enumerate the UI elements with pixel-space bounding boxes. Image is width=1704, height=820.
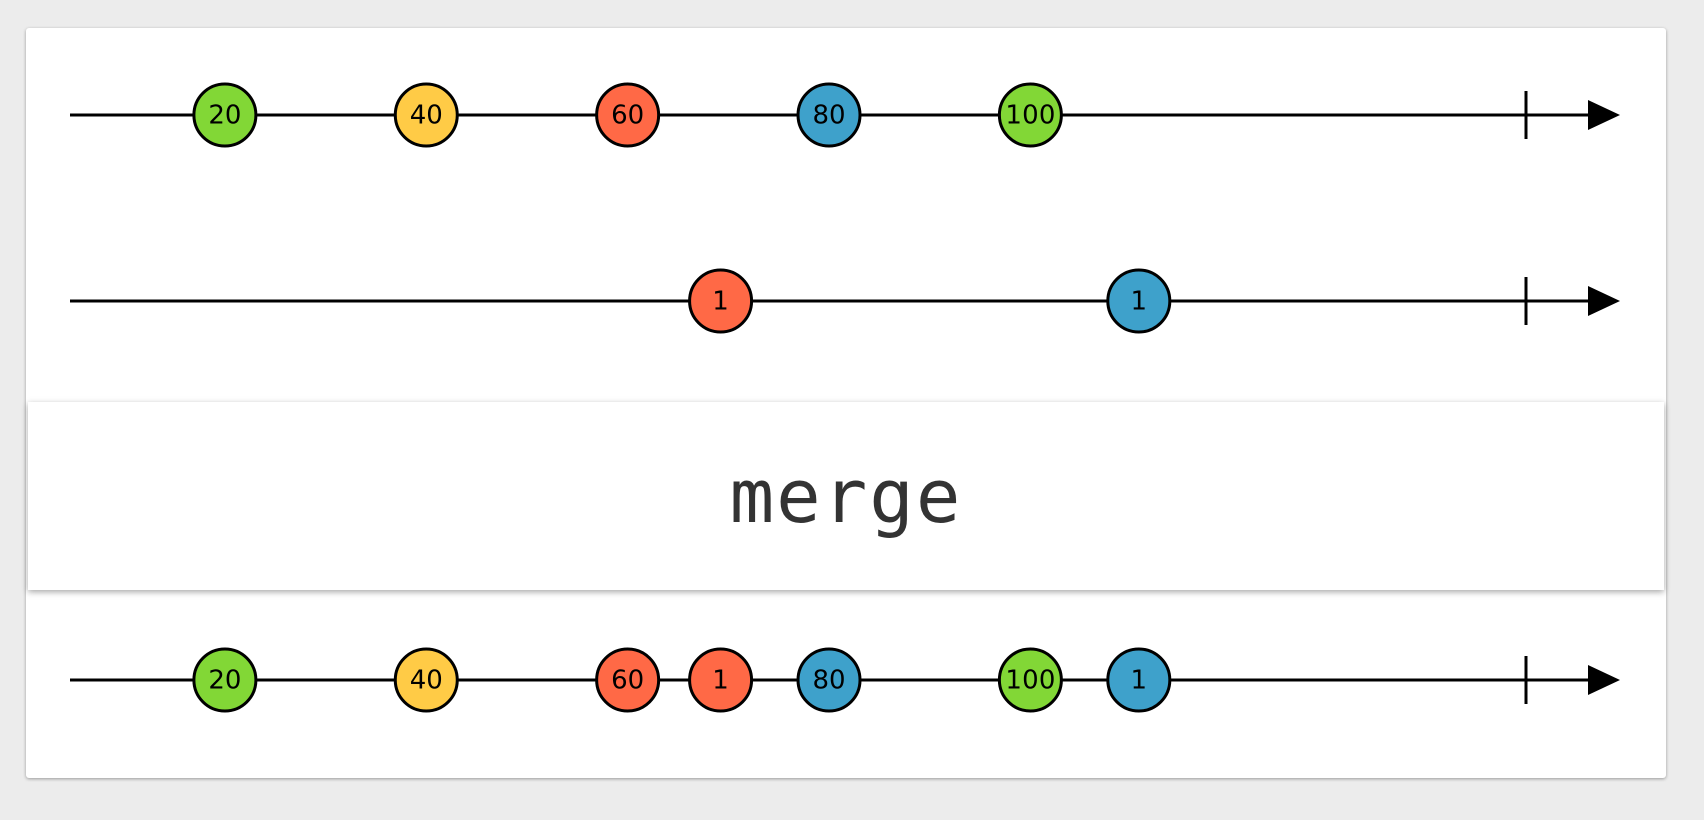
marble-circle	[997, 647, 1063, 713]
marble: 80	[796, 82, 862, 148]
marble-label: 40	[410, 101, 443, 131]
marble-label: 20	[208, 101, 241, 131]
marble-circle	[688, 268, 754, 334]
marble-label: 1	[712, 287, 729, 317]
marble-circle	[1106, 647, 1172, 713]
marble-label: 100	[1005, 101, 1055, 131]
timeline-arrowhead	[1588, 286, 1620, 316]
timeline-arrowhead	[1588, 100, 1620, 130]
marble-circle	[192, 647, 258, 713]
marble: 100	[997, 647, 1063, 713]
marble-circle	[192, 82, 258, 148]
marble-circle	[1106, 268, 1172, 334]
marble: 20	[192, 647, 258, 713]
operator-label: merge	[729, 454, 963, 540]
marble: 20	[192, 82, 258, 148]
output-timeline: 20 40 60 1 80 100 1	[70, 647, 1620, 713]
marble-label: 80	[812, 101, 845, 131]
input-timeline-1: 20 40 60 80 100	[70, 82, 1620, 148]
marble-label: 1	[1131, 287, 1148, 317]
marble-circle	[393, 647, 459, 713]
marble: 40	[393, 82, 459, 148]
marble-circle	[393, 82, 459, 148]
marble-circle	[688, 647, 754, 713]
marble-circle	[796, 82, 862, 148]
operator-box: merge	[28, 402, 1664, 590]
marble-label: 1	[1131, 666, 1148, 696]
marble: 80	[796, 647, 862, 713]
marble: 60	[595, 647, 661, 713]
marble-label: 100	[1005, 666, 1055, 696]
marble: 60	[595, 82, 661, 148]
marble-label: 60	[611, 101, 644, 131]
marble-circle	[595, 647, 661, 713]
marble-label: 60	[611, 666, 644, 696]
marble: 1	[1106, 268, 1172, 334]
marble: 1	[688, 268, 754, 334]
timeline-arrowhead	[1588, 665, 1620, 695]
marble-circle	[796, 647, 862, 713]
marble-label: 1	[712, 666, 729, 696]
marble-circle	[595, 82, 661, 148]
marble-label: 40	[410, 666, 443, 696]
marble: 40	[393, 647, 459, 713]
marble: 100	[997, 82, 1063, 148]
marble-label: 80	[812, 666, 845, 696]
marble: 1	[688, 647, 754, 713]
marble-label: 20	[208, 666, 241, 696]
marble-circle	[997, 82, 1063, 148]
marble: 1	[1106, 647, 1172, 713]
